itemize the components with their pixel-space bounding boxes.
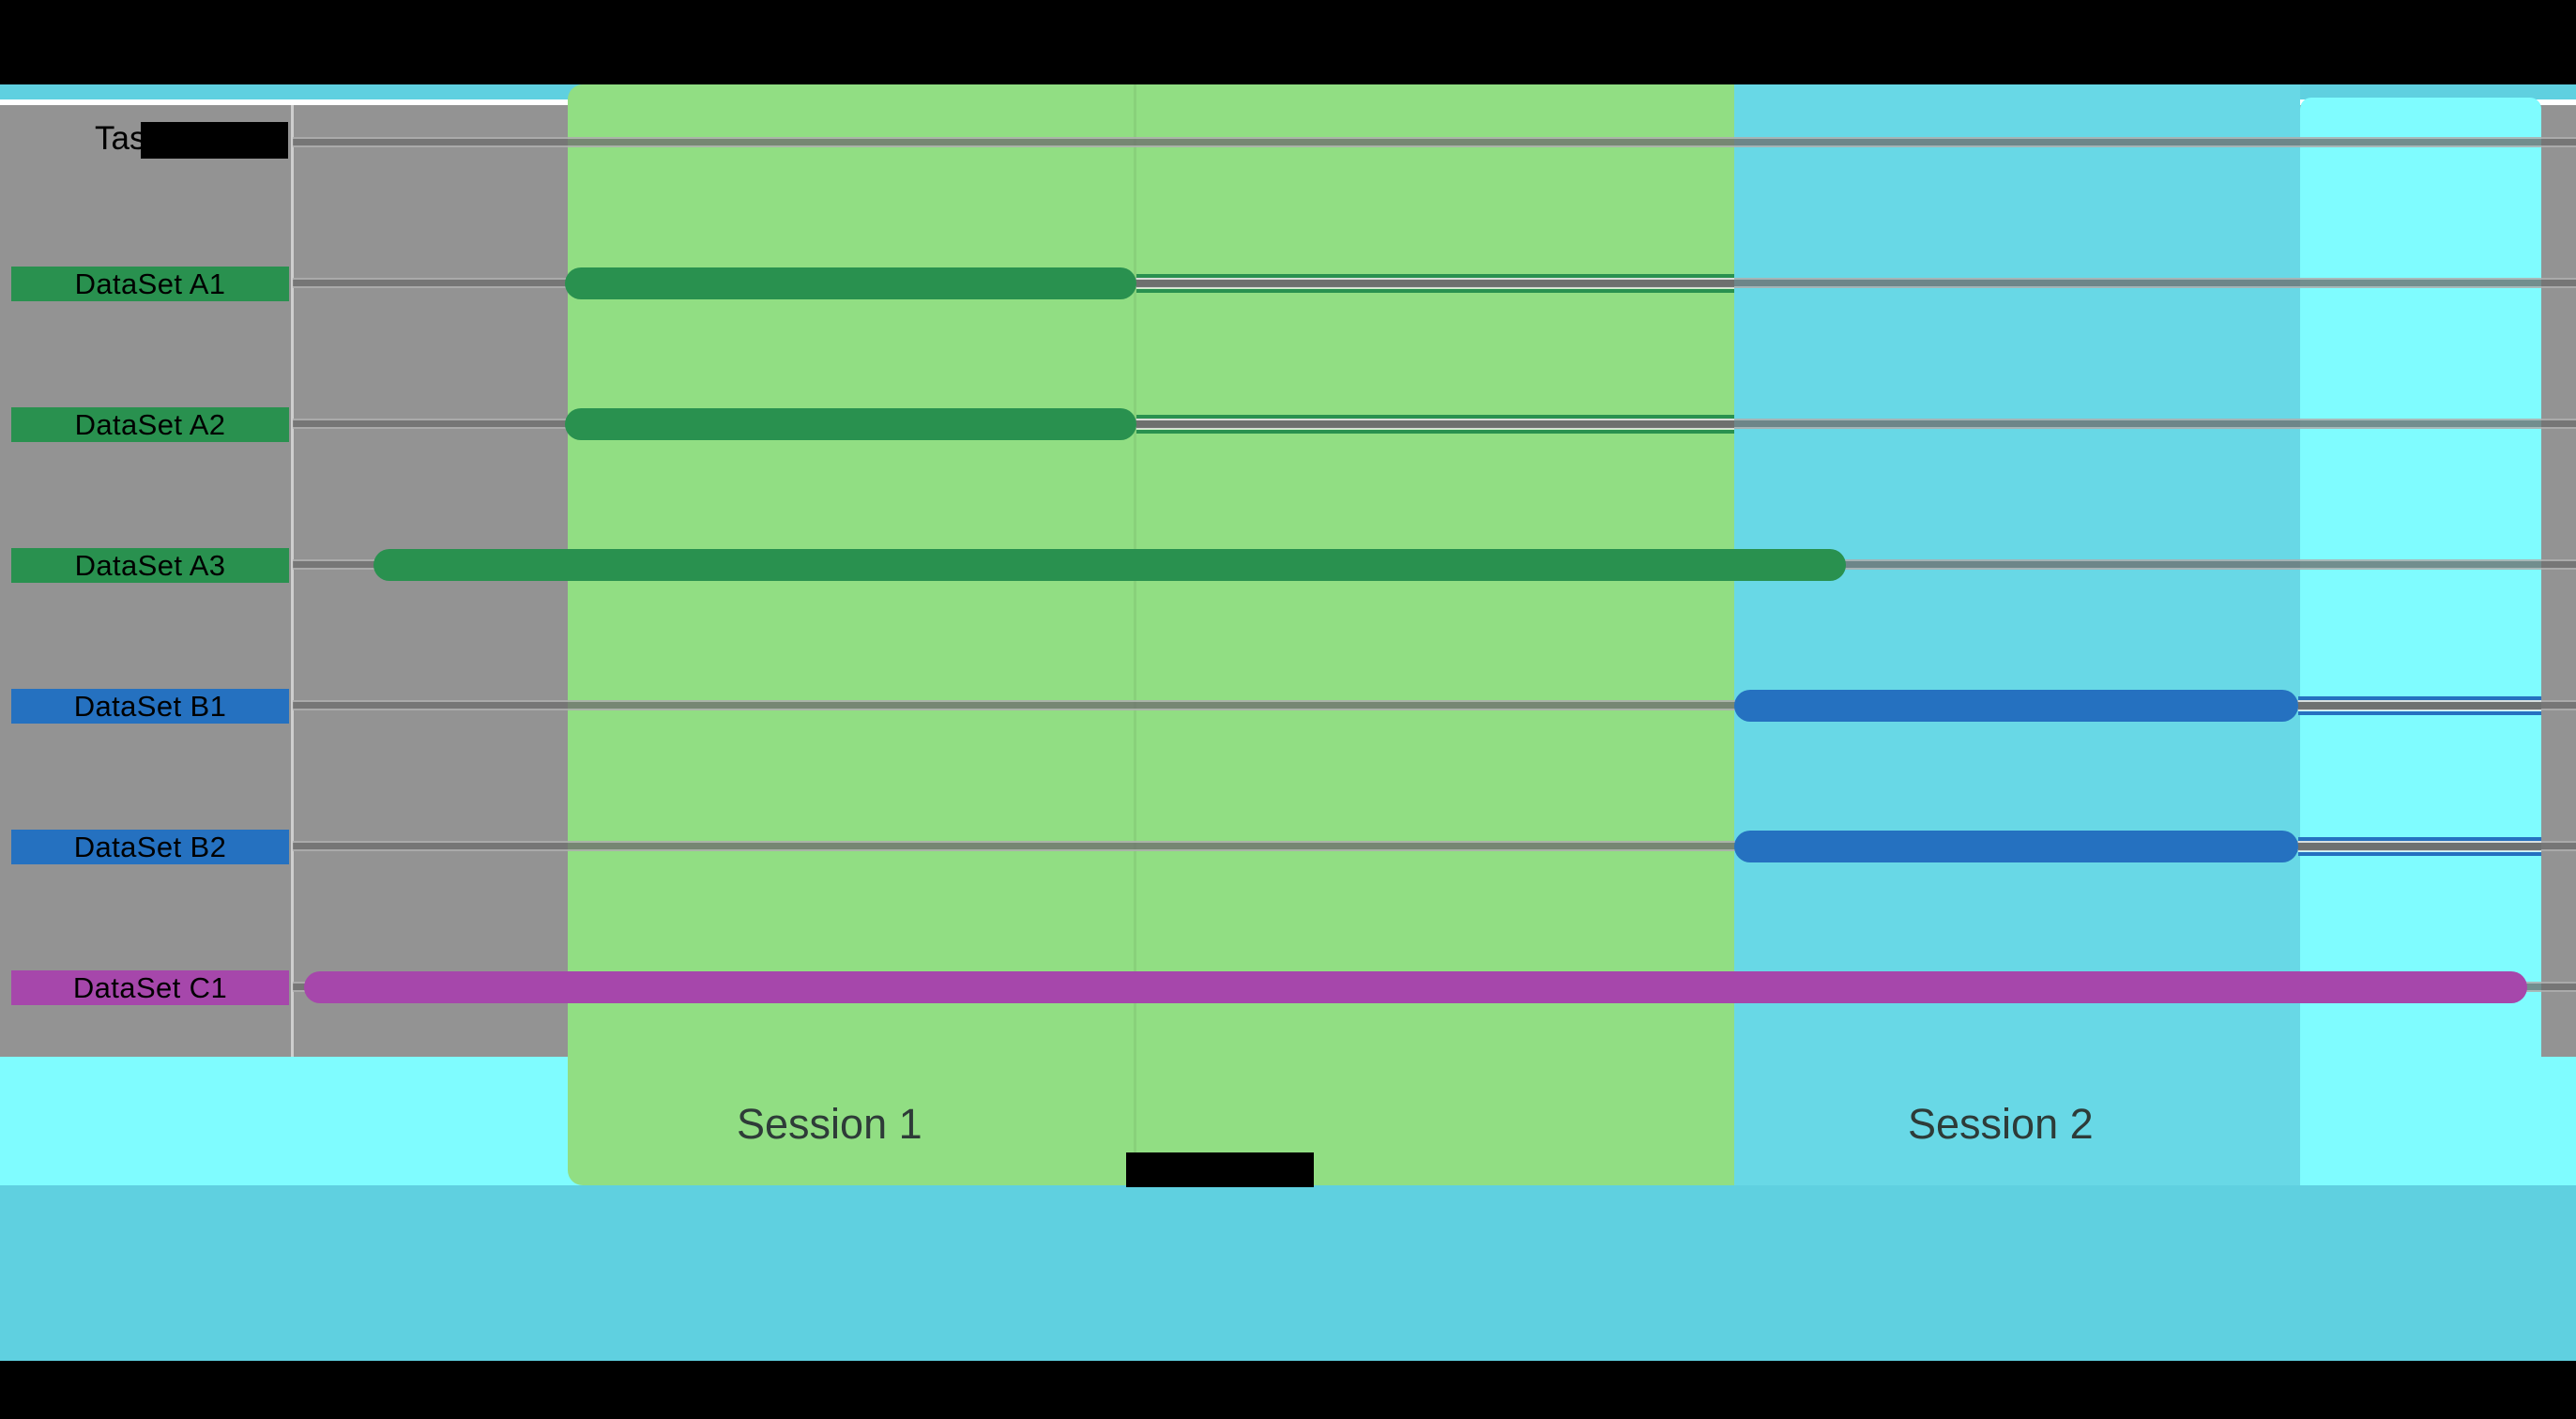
- bottom-cyan-band: [0, 1185, 2576, 1361]
- ext-edge-top: [1136, 415, 1734, 419]
- ext-hairline: [2298, 700, 2541, 702]
- header-gridline: [293, 137, 2576, 147]
- ext-edge-bottom: [2298, 852, 2541, 856]
- glitch-blob-header: [141, 122, 288, 159]
- row-track: [293, 841, 2576, 851]
- ext-core: [1136, 280, 1734, 287]
- ext-edge-bottom: [2298, 711, 2541, 715]
- session1-caption: Session 1: [737, 1100, 922, 1148]
- ext-edge-top: [1136, 274, 1734, 278]
- row-label-dataset-c1: DataSet C1: [11, 970, 289, 1005]
- ext-hairline: [1136, 428, 1734, 430]
- track-glitch-extension: [2298, 696, 2541, 715]
- gantt-bar-dataset-a3[interactable]: [373, 549, 1846, 581]
- gantt-bar-dataset-a1[interactable]: [565, 267, 1136, 299]
- ext-core: [2298, 843, 2541, 850]
- legend: [0, 1361, 2576, 1419]
- ext-edge-top: [2298, 696, 2541, 700]
- row-label-dataset-a2: DataSet A2: [11, 407, 289, 442]
- row-label-dataset-a1: DataSet A1: [11, 267, 289, 301]
- ext-hairline: [1136, 287, 1734, 289]
- row-label-dataset-a3: DataSet A3: [11, 548, 289, 583]
- ext-hairline: [1136, 419, 1734, 420]
- track-glitch-extension: [2298, 837, 2541, 856]
- ext-core: [2298, 702, 2541, 710]
- ext-edge-bottom: [1136, 430, 1734, 434]
- glitch-blob-bottom: [1126, 1152, 1314, 1187]
- row-label-dataset-b2: DataSet B2: [11, 830, 289, 864]
- ext-hairline: [2298, 841, 2541, 843]
- ext-hairline: [1136, 278, 1734, 280]
- label-column-divider: [291, 105, 294, 1057]
- gantt-bar-dataset-a2[interactable]: [565, 408, 1136, 440]
- session1-mid-divider: [1134, 84, 1136, 1185]
- track-glitch-extension: [1136, 274, 1734, 293]
- gantt-bar-dataset-b2[interactable]: [1734, 831, 2298, 862]
- row-track: [293, 700, 2576, 710]
- ext-hairline: [2298, 850, 2541, 852]
- gantt-bar-dataset-b1[interactable]: [1734, 690, 2298, 722]
- row-label-dataset-b1: DataSet B1: [11, 689, 289, 724]
- ext-edge-top: [2298, 837, 2541, 841]
- ext-core: [1136, 420, 1734, 428]
- ext-hairline: [2298, 710, 2541, 711]
- ext-edge-bottom: [1136, 289, 1734, 293]
- gantt-bar-dataset-c1[interactable]: [304, 971, 2527, 1003]
- track-glitch-extension: [1136, 415, 1734, 434]
- session2-caption: Session 2: [1908, 1100, 2094, 1148]
